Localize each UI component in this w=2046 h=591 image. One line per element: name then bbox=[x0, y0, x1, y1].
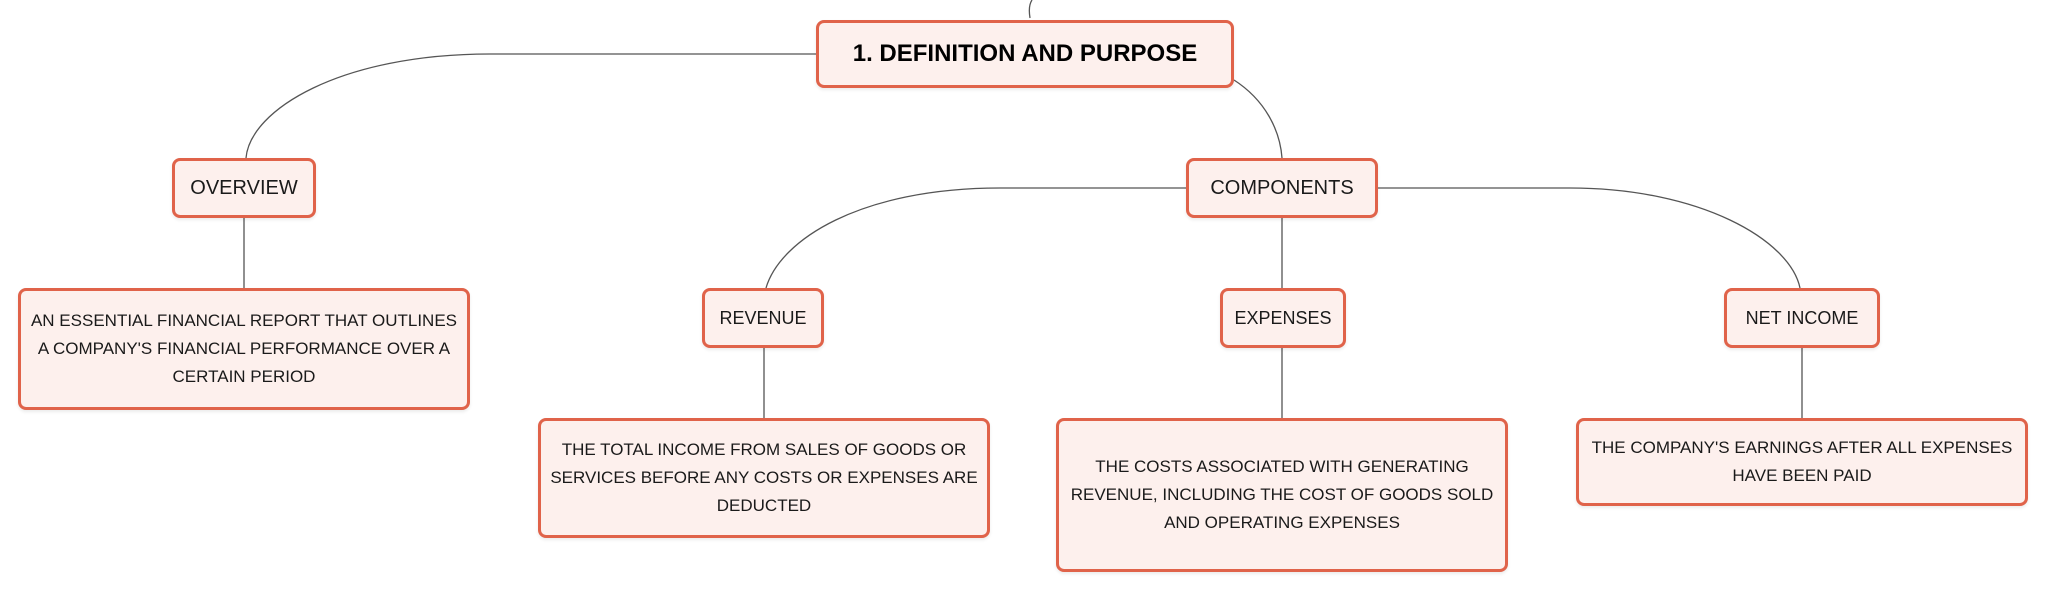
connector-root-overview bbox=[245, 53, 816, 159]
components-label: COMPONENTS bbox=[1210, 176, 1354, 199]
connector-root-parent bbox=[1028, 0, 1033, 19]
net-income-description-node[interactable]: THE COMPANY'S EARNINGS AFTER ALL EXPENSE… bbox=[1576, 418, 2028, 506]
connector-root-components bbox=[1233, 79, 1283, 159]
expenses-description-node[interactable]: THE COSTS ASSOCIATED WITH GENERATING REV… bbox=[1056, 418, 1508, 572]
expenses-node[interactable]: EXPENSES bbox=[1220, 288, 1346, 348]
net-income-label: NET INCOME bbox=[1745, 307, 1859, 328]
expenses-description-text: THE COSTS ASSOCIATED WITH GENERATING REV… bbox=[1070, 457, 1494, 532]
overview-description-node[interactable]: AN ESSENTIAL FINANCIAL REPORT THAT OUTLI… bbox=[18, 288, 470, 410]
overview-description-text: AN ESSENTIAL FINANCIAL REPORT THAT OUTLI… bbox=[30, 311, 458, 386]
root-topic-label: 1. DEFINITION AND PURPOSE bbox=[852, 40, 1198, 67]
revenue-description-text: THE TOTAL INCOME FROM SALES OF GOODS OR … bbox=[550, 440, 978, 515]
revenue-label: REVENUE bbox=[719, 307, 807, 328]
net-income-description-text: THE COMPANY'S EARNINGS AFTER ALL EXPENSE… bbox=[1591, 438, 2013, 485]
net-income-node[interactable]: NET INCOME bbox=[1724, 288, 1880, 348]
overview-node[interactable]: OVERVIEW bbox=[172, 158, 316, 218]
expenses-label: EXPENSES bbox=[1234, 307, 1332, 328]
root-topic-node[interactable]: 1. DEFINITION AND PURPOSE bbox=[816, 20, 1234, 88]
components-node[interactable]: COMPONENTS bbox=[1186, 158, 1378, 218]
overview-label: OVERVIEW bbox=[190, 176, 298, 199]
connector-components-net-income bbox=[1376, 187, 1801, 289]
revenue-node[interactable]: REVENUE bbox=[702, 288, 824, 348]
revenue-description-node[interactable]: THE TOTAL INCOME FROM SALES OF GOODS OR … bbox=[538, 418, 990, 538]
connector-components-revenue bbox=[765, 187, 1186, 289]
